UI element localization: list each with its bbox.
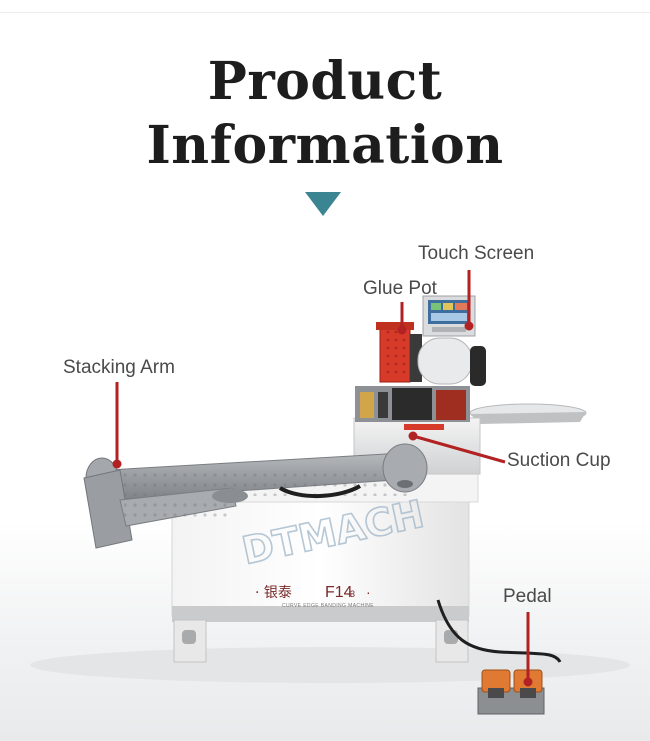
machine-head <box>353 386 481 475</box>
touch-screen-label: Touch Screen <box>418 243 535 264</box>
suction-cup-callout <box>412 434 506 464</box>
stacking-arm <box>83 443 428 549</box>
down-triangle-icon <box>305 192 341 216</box>
work-table <box>469 403 587 424</box>
callout-lines <box>112 270 533 687</box>
model-dot: · <box>366 584 371 600</box>
stacking-arm-label: Stacking Arm <box>63 357 175 378</box>
pedal-label: Pedal <box>503 586 552 607</box>
top-divider <box>0 12 650 13</box>
page-title-line-2: Information <box>146 115 504 176</box>
suction-cup-label: Suction Cup <box>507 450 611 471</box>
glue-pot-label: Glue Pot <box>363 278 437 299</box>
model-plate: · 银泰 F14 -3 · CURVE EDGE BANDING MACHINE <box>255 584 374 609</box>
model-number: F14 <box>325 584 353 601</box>
model-suffix: -3 <box>347 589 355 599</box>
model-caption: CURVE EDGE BANDING MACHINE <box>282 603 374 609</box>
air-tank <box>417 337 486 386</box>
page-title-line-1: Product <box>207 51 443 112</box>
model-name-cn: · 银泰 <box>255 585 292 601</box>
pedal <box>436 599 562 715</box>
